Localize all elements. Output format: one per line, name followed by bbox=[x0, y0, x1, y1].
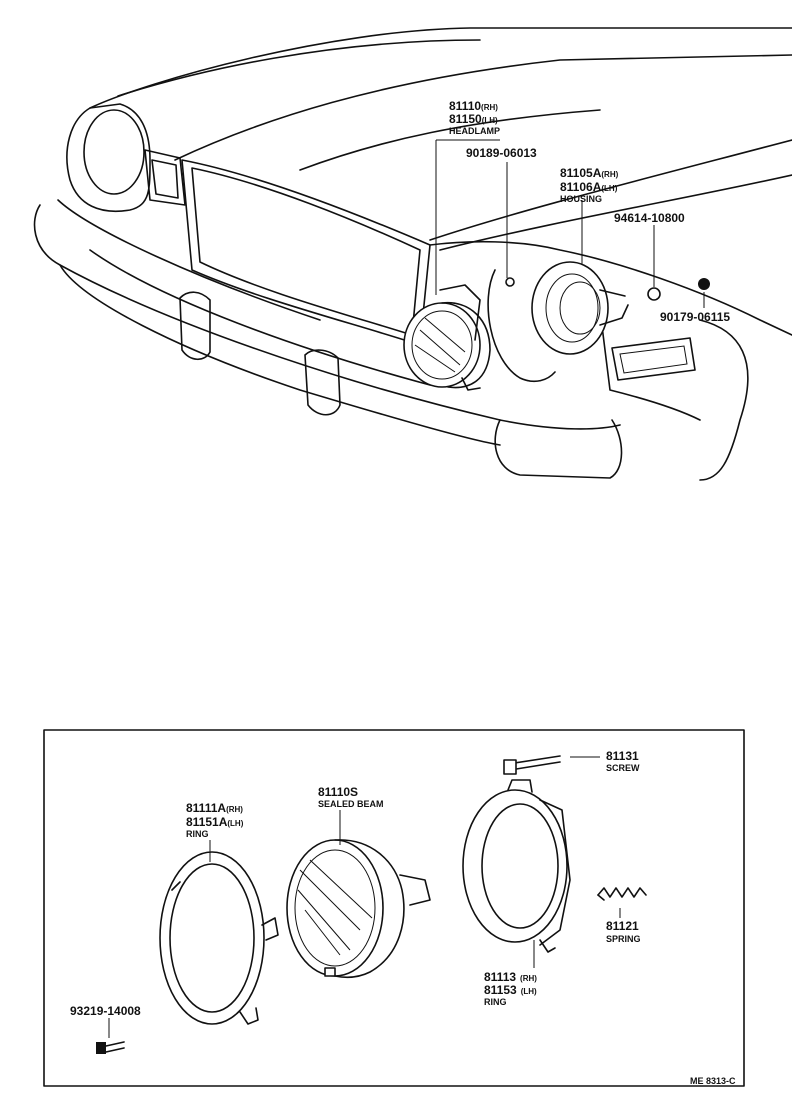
label-housing: 81105A(RH) 81106A(LH) HOUSING bbox=[560, 166, 619, 204]
sealed-beam-drawing bbox=[286, 839, 431, 978]
headlamp-pn-lh: 81150 bbox=[449, 112, 482, 126]
housing-lh: (LH) bbox=[601, 184, 617, 193]
headlamp-unit-drawing bbox=[403, 284, 491, 391]
rear-ring-lh: (LH) bbox=[521, 987, 537, 996]
svg-text:81110(RH): 81110(RH) bbox=[449, 99, 498, 113]
svg-text:81106A(LH): 81106A(LH) bbox=[560, 180, 618, 194]
rear-ring-rh: (RH) bbox=[520, 974, 537, 983]
lower-leader-lines bbox=[108, 756, 621, 1038]
rear-ring-drawing bbox=[462, 779, 571, 953]
headlamp-lh: (LH) bbox=[482, 116, 498, 125]
rear-ring-pn-lh: 81153 bbox=[484, 983, 517, 997]
label-screw: 81131 SCREW bbox=[606, 749, 640, 773]
svg-text:81151A(LH): 81151A(LH) bbox=[186, 815, 244, 829]
rear-ring-pn-rh: 81113 bbox=[484, 970, 516, 984]
car-front-drawing bbox=[33, 27, 792, 481]
label-headlamp: 81110(RH) 81150(LH) HEADLAMP bbox=[449, 99, 500, 136]
front-ring-pn-lh: 81151A bbox=[186, 815, 228, 829]
exploded-view-frame bbox=[43, 729, 745, 1087]
svg-text:81111A(RH): 81111A(RH) bbox=[186, 801, 243, 815]
rear-ring-caption: RING bbox=[484, 997, 507, 1007]
headlamp-caption: HEADLAMP bbox=[449, 126, 500, 136]
front-ring-drawing bbox=[159, 851, 279, 1025]
headlamp-rh: (RH) bbox=[481, 103, 498, 112]
label-93219-14008: 93219-14008 bbox=[70, 1004, 141, 1018]
headlamp-pn-rh: 81110 bbox=[449, 99, 481, 113]
front-ring-caption: RING bbox=[186, 829, 209, 839]
svg-text:81150(LH): 81150(LH) bbox=[449, 112, 498, 126]
front-ring-pn-rh: 81111A bbox=[186, 801, 226, 815]
label-90179-06115: 90179-06115 bbox=[660, 310, 730, 324]
label-rear-ring: 81113 (RH) 81153 (LH) RING bbox=[484, 970, 537, 1007]
diagram-code: ME 8313-C bbox=[690, 1076, 736, 1086]
upper-leader-lines bbox=[435, 139, 705, 308]
label-94614-10800: 94614-10800 bbox=[614, 211, 685, 225]
svg-text:81153(LH): 81153 (LH) bbox=[484, 983, 537, 997]
front-ring-lh: (LH) bbox=[227, 819, 243, 828]
screw-caption: SCREW bbox=[606, 763, 640, 773]
housing-rh: (RH) bbox=[601, 170, 618, 179]
front-ring-rh: (RH) bbox=[226, 805, 243, 814]
housing-drawing bbox=[487, 261, 710, 383]
spring-pn: 81121 bbox=[606, 919, 639, 933]
label-spring: 81121 SPRING bbox=[606, 919, 641, 944]
screw-drawing bbox=[503, 755, 561, 775]
housing-caption: HOUSING bbox=[560, 194, 602, 204]
svg-text:81105A(RH): 81105A(RH) bbox=[560, 166, 619, 180]
label-90189-06013: 90189-06013 bbox=[466, 146, 537, 160]
sealed-beam-pn: 81110S bbox=[318, 785, 358, 799]
spring-caption: SPRING bbox=[606, 934, 641, 944]
spring-drawing bbox=[597, 887, 647, 901]
sealed-beam-caption: SEALED BEAM bbox=[318, 799, 384, 809]
housing-pn-rh: 81105A bbox=[560, 166, 602, 180]
screw-pn: 81131 bbox=[606, 749, 639, 763]
label-front-ring: 81111A(RH) 81151A(LH) RING bbox=[186, 801, 244, 839]
label-sealed-beam: 81110S SEALED BEAM bbox=[318, 785, 384, 809]
housing-pn-lh: 81106A bbox=[560, 180, 602, 194]
svg-text:81113(RH): 81113 (RH) bbox=[484, 970, 537, 984]
bolt-drawing bbox=[96, 1041, 125, 1054]
